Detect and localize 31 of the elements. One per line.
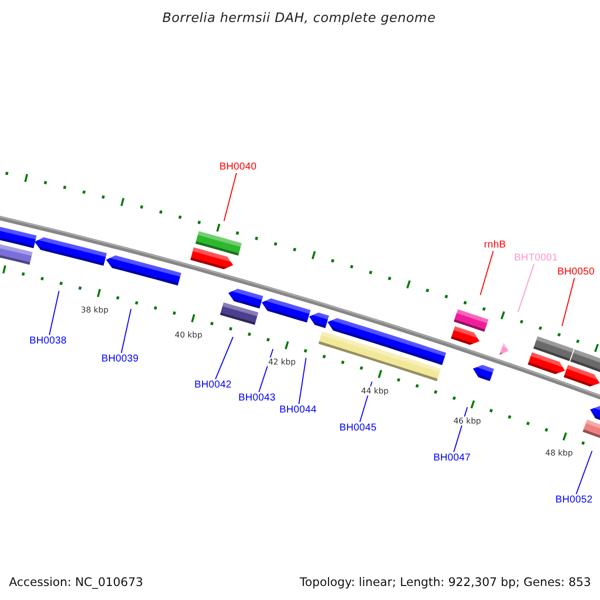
gene-label: BH0042 [194, 380, 232, 390]
gene-label: BH0045 [339, 422, 377, 434]
diagram-title: Borrelia hermsii DAH, complete genome [162, 11, 436, 26]
gene-label: rnhB [484, 240, 506, 250]
leader-line [576, 450, 592, 495]
gene-label: BHT0001 [514, 252, 558, 264]
gene-label: BH0047 [433, 452, 471, 464]
leader-line [480, 250, 494, 296]
gene-label: BH0040 [219, 162, 257, 172]
gene-label: BH0044 [279, 404, 317, 416]
scale-label: 46 kbp [452, 416, 482, 426]
leader-line [298, 358, 306, 404]
leader-line [562, 277, 575, 326]
feature-bar [318, 331, 441, 382]
gene-label: BH0039 [101, 354, 139, 364]
gene-label: BH0038 [29, 336, 67, 346]
leader-line [120, 308, 132, 354]
gene-label: BH0050 [557, 266, 595, 278]
scale-label: 48 kbp [544, 448, 574, 458]
leader-line [518, 263, 534, 312]
leader-line [48, 290, 60, 336]
scale-label: 44 kbp [360, 386, 390, 396]
scale-label: 38 kbp [80, 305, 110, 314]
scale-label: 42 kbp [267, 358, 297, 367]
footer-text: Topology: linear; Length: 922,307 bp; Genes: 853 [300, 575, 591, 589]
gene-label: BH0052 [555, 494, 593, 506]
scale-label: 40 kbp [174, 330, 204, 340]
gene-label: BH0043 [238, 392, 276, 404]
footer-text: Accession: NC_010673 [9, 575, 144, 589]
leader-line [214, 336, 234, 380]
leader-line [224, 172, 237, 222]
